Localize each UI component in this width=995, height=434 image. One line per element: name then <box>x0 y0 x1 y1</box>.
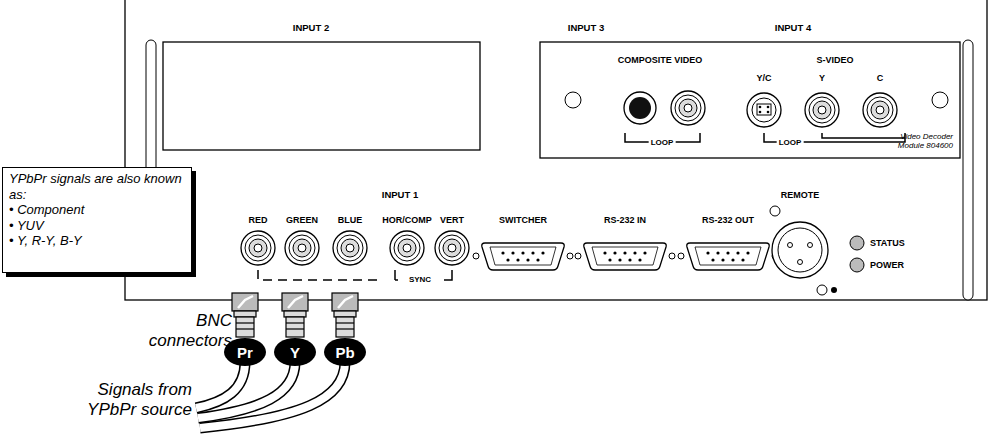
led-label: STATUS <box>870 238 905 248</box>
connector-label: C <box>877 73 884 83</box>
input-label: INPUT 1 <box>382 190 418 201</box>
signal-oval: Pr <box>224 338 266 366</box>
connector-label: GREEN <box>286 215 318 225</box>
connector-label: Y <box>819 73 825 83</box>
signal-name: Pb <box>335 344 354 361</box>
connector-label: BLUE <box>338 215 363 225</box>
port-label: RS-232 IN <box>604 215 646 225</box>
port-label: RS-232 OUT <box>702 215 754 225</box>
sync-label: SYNC <box>407 275 433 284</box>
callout-label: BNC connectors <box>132 311 232 350</box>
note-text: YPbPr signals are also known as: <box>9 171 185 202</box>
input-label: INPUT 2 <box>293 23 329 34</box>
note-text: • Component <box>9 202 185 218</box>
port-label: REMOTE <box>781 190 820 200</box>
led-label: POWER <box>870 260 904 270</box>
note-text: • YUV <box>9 218 185 234</box>
signal-name: Pr <box>237 344 253 361</box>
note-text: • Y, R-Y, B-Y <box>9 233 185 249</box>
loop-label: LOOP <box>777 138 804 147</box>
signal-oval: Pb <box>324 338 366 366</box>
input-label: INPUT 3 <box>568 23 604 34</box>
input-label: INPUT 4 <box>775 23 811 34</box>
module-label: Video Decoder Module 804600 <box>881 132 953 150</box>
connector-label: HOR/COMP <box>382 215 432 225</box>
callout-label: Signals from YPbPr source <box>67 380 192 419</box>
connector-label: S-VIDEO <box>816 55 853 65</box>
signal-name: Y <box>290 344 300 361</box>
note-box: YPbPr signals are also known as:• Compon… <box>2 167 192 273</box>
connector-label: RED <box>248 215 267 225</box>
loop-label: LOOP <box>649 138 676 147</box>
port-label: SWITCHER <box>499 215 547 225</box>
connector-label: Y/C <box>756 73 771 83</box>
signal-oval: Y <box>274 338 316 366</box>
connector-label: COMPOSITE VIDEO <box>618 55 703 65</box>
connector-label: VERT <box>440 215 464 225</box>
